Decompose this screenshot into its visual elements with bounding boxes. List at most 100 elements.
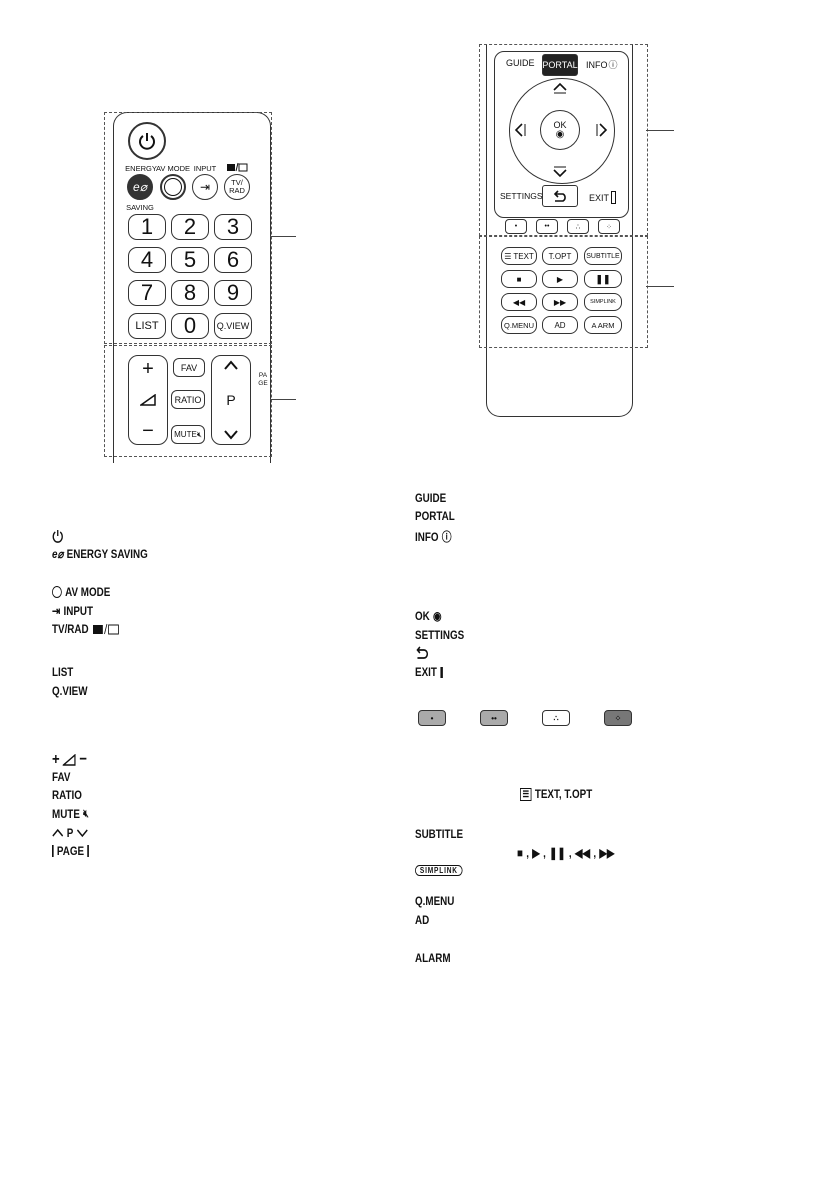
legend-tv-rad-label: TV/RAD [52,622,89,636]
tv-rad-bottom-label: RAD [229,186,245,195]
play-icon: ▶ [532,846,540,860]
legend-mute-label: MUTE [52,807,80,821]
up-arrow-icon[interactable] [223,360,239,370]
color-button-2[interactable]: •• [536,219,558,234]
volume-rocker[interactable]: + − [128,355,168,445]
color-chip-1: • [418,710,446,726]
legend-tv-rad: TV/RAD [52,622,120,636]
ok-icon: ◉ [433,609,442,623]
ok-label: OK [553,120,567,130]
dashed-region-nav [479,44,648,236]
legend-energy-saving: e⌀ENERGY SAVING [52,547,148,561]
legend-media-controls: ■, ▶, ❚❚, ◀◀, ▶▶ [517,846,615,860]
nav-cluster [494,51,629,218]
key-5[interactable]: 5 [171,247,209,273]
subtitle-button[interactable]: SUBTITLE [584,247,622,265]
rewind-icon: ◀◀ [574,846,591,860]
power-button[interactable] [128,122,166,160]
volume-icon [140,394,156,406]
pause-button[interactable]: ❚❚ [584,270,622,288]
simplink-button[interactable]: SIMPLINK [584,293,622,311]
fav-button[interactable]: FAV [173,358,205,377]
ratio-button[interactable]: RATIO [171,390,205,409]
legend-qmenu: Q.MENU [415,894,455,908]
energy-saving-button[interactable]: e⌀ [127,174,153,200]
legend-settings: SETTINGS [415,628,465,642]
av-mode-button[interactable] [160,174,186,200]
color-button-1[interactable]: • [505,219,527,234]
key-3[interactable]: 3 [214,214,252,240]
rewind-button[interactable]: ◀◀ [501,293,537,311]
qmenu-button[interactable]: Q.MENU [501,316,537,334]
guide-button[interactable]: GUIDE [506,58,535,68]
mute-button[interactable]: MUTE🔇︎ [171,425,205,444]
key-8[interactable]: 8 [171,280,209,306]
dpad-ring[interactable] [509,78,615,184]
dashed-region-bottom [104,345,272,457]
key-2[interactable]: 2 [171,214,209,240]
key-9[interactable]: 9 [214,280,252,306]
legend-simplink: SIMPLINK [415,865,463,876]
legend-color-buttons: • •• ∴ ⁘ [418,710,632,726]
back-button[interactable] [542,185,578,207]
up-arrow-icon[interactable] [552,82,568,94]
legend-power [52,529,63,543]
key-1[interactable]: 1 [128,214,166,240]
tv-rad-icons [220,162,254,174]
fast-forward-button[interactable]: ▶▶ [542,293,578,311]
legend-text-topt: ☰TEXT, T.OPT [520,787,592,801]
play-icon: ▶ [556,274,564,284]
ad-button[interactable]: AD [542,316,578,334]
energy-saving-icon: e⌀ [133,180,147,194]
tv-rad-button[interactable]: TV/ RAD [224,174,250,200]
legend-input-label: INPUT [63,604,94,618]
list-button[interactable]: LIST [128,313,166,339]
exit-icon [611,191,617,204]
up-arrow-icon [52,828,64,837]
channel-rocker[interactable]: P [211,355,251,445]
down-arrow-icon[interactable] [223,430,239,440]
key-4[interactable]: 4 [128,247,166,273]
input-icon: ⇥ [52,604,61,618]
simplink-icon: SIMPLINK [590,299,616,305]
ok-button[interactable]: OK ◉ [540,110,580,150]
portal-button[interactable]: PORTAL [542,54,578,76]
volume-down[interactable]: − [142,420,154,442]
mute-icon: 🔇︎ [83,807,89,820]
settings-button[interactable]: SETTINGS [500,191,543,201]
legend-alarm: ALARM [415,951,451,965]
volume-up[interactable]: + [142,358,154,380]
text-icon: ☰ [504,251,512,261]
legend-av-mode-label: AV MODE [65,585,111,599]
mute-label: MUTE [174,430,197,439]
qview-button[interactable]: Q.VIEW [214,313,252,339]
color-button-3[interactable]: ∴ [567,219,589,234]
input-button[interactable]: ⇥ [192,174,218,200]
key-0[interactable]: 0 [171,313,209,339]
text-button[interactable]: ☰TEXT [501,247,537,265]
av-mode-label: AV MODE [155,164,191,173]
legend-page-label: PAGE [56,844,85,858]
exit-icon [440,666,443,678]
legend-av-mode: AV MODE [52,585,110,599]
info-button[interactable]: INFO ⓘ [586,58,618,71]
right-arrow-icon[interactable] [596,122,608,138]
color-button-4[interactable]: ⁘ [598,219,620,234]
topt-button[interactable]: T.OPT [542,247,578,265]
color-chip-4: ⁘ [604,710,632,726]
key-7[interactable]: 7 [128,280,166,306]
stop-button[interactable]: ■ [501,270,537,288]
alarm-button[interactable]: A ARM [584,316,622,334]
power-icon [139,133,155,150]
down-arrow-icon[interactable] [552,166,568,178]
energy-label: ENERGY [125,164,157,173]
key-6[interactable]: 6 [214,247,252,273]
play-button[interactable]: ▶ [542,270,578,288]
pause-icon: ❚❚ [595,273,611,284]
legend-channel: P [52,826,88,840]
stop-icon: ■ [516,274,522,284]
legend-portal: PORTAL [415,509,455,523]
left-arrow-icon[interactable] [514,122,526,138]
exit-button[interactable]: EXIT [589,191,617,204]
